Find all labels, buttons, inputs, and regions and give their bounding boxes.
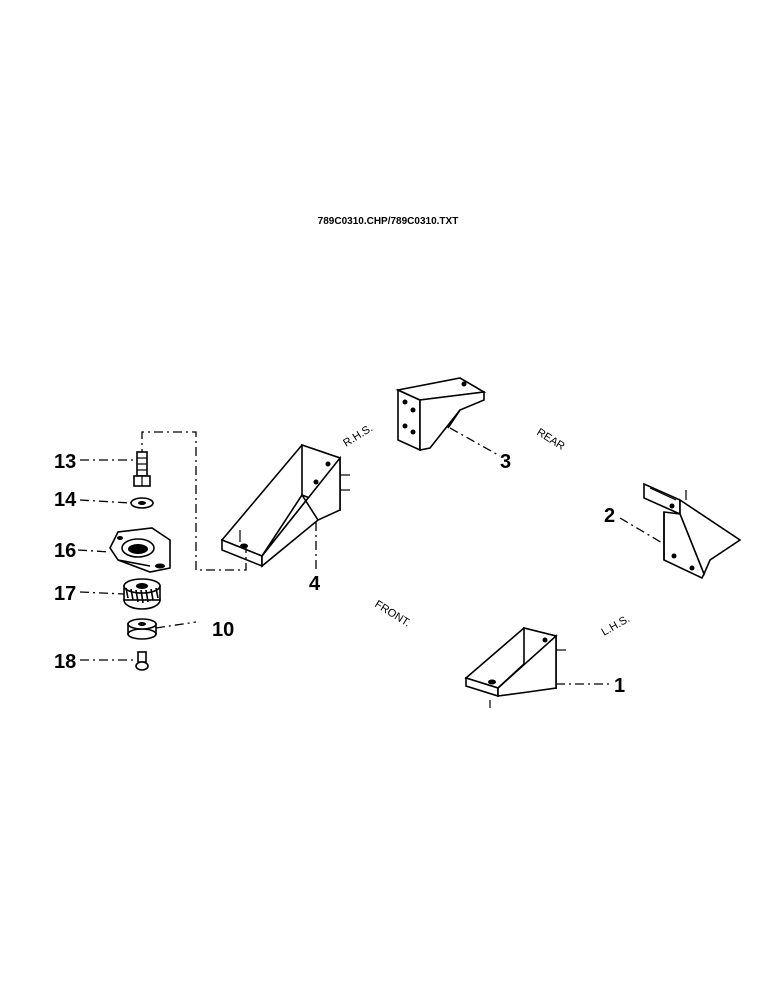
leader-10 [155, 621, 197, 629]
bracket-3 [395, 377, 487, 452]
screw-18 [135, 651, 149, 671]
bracket-4 [220, 443, 350, 568]
part-label-2: 2 [604, 505, 615, 527]
part-label-18: 18 [54, 651, 76, 673]
part-label-17: 17 [54, 583, 76, 605]
part-label-3: 3 [500, 451, 511, 473]
part-label-14: 14 [54, 489, 77, 511]
bracket-1 [464, 626, 566, 708]
washer-14 [130, 497, 154, 509]
leader-16 [77, 549, 111, 553]
part-label-16: 16 [54, 540, 76, 562]
rear-label: REAR [534, 426, 566, 452]
part-label-13: 13 [54, 451, 76, 473]
leader-17 [79, 591, 125, 595]
spacer-10 [127, 618, 157, 640]
leader-2 [619, 517, 665, 545]
rhs-label: R.H.S. [341, 422, 375, 449]
part-label-10: 10 [212, 619, 234, 641]
front-label: FRONT. [372, 598, 412, 629]
drawing-caption: 789C0310.CHP/789C0310.TXT [318, 216, 459, 227]
assembly-line [141, 431, 247, 571]
leader-3 [449, 427, 501, 457]
bracket-2 [643, 482, 742, 580]
rubber-mount-17 [123, 578, 161, 610]
bolt-13 [133, 451, 151, 487]
lhs-label: L.H.S. [600, 613, 632, 639]
part-label-1: 1 [614, 675, 625, 697]
part-label-4: 4 [309, 573, 321, 595]
leader-14 [79, 499, 131, 504]
mounting-flange-16 [109, 527, 171, 573]
